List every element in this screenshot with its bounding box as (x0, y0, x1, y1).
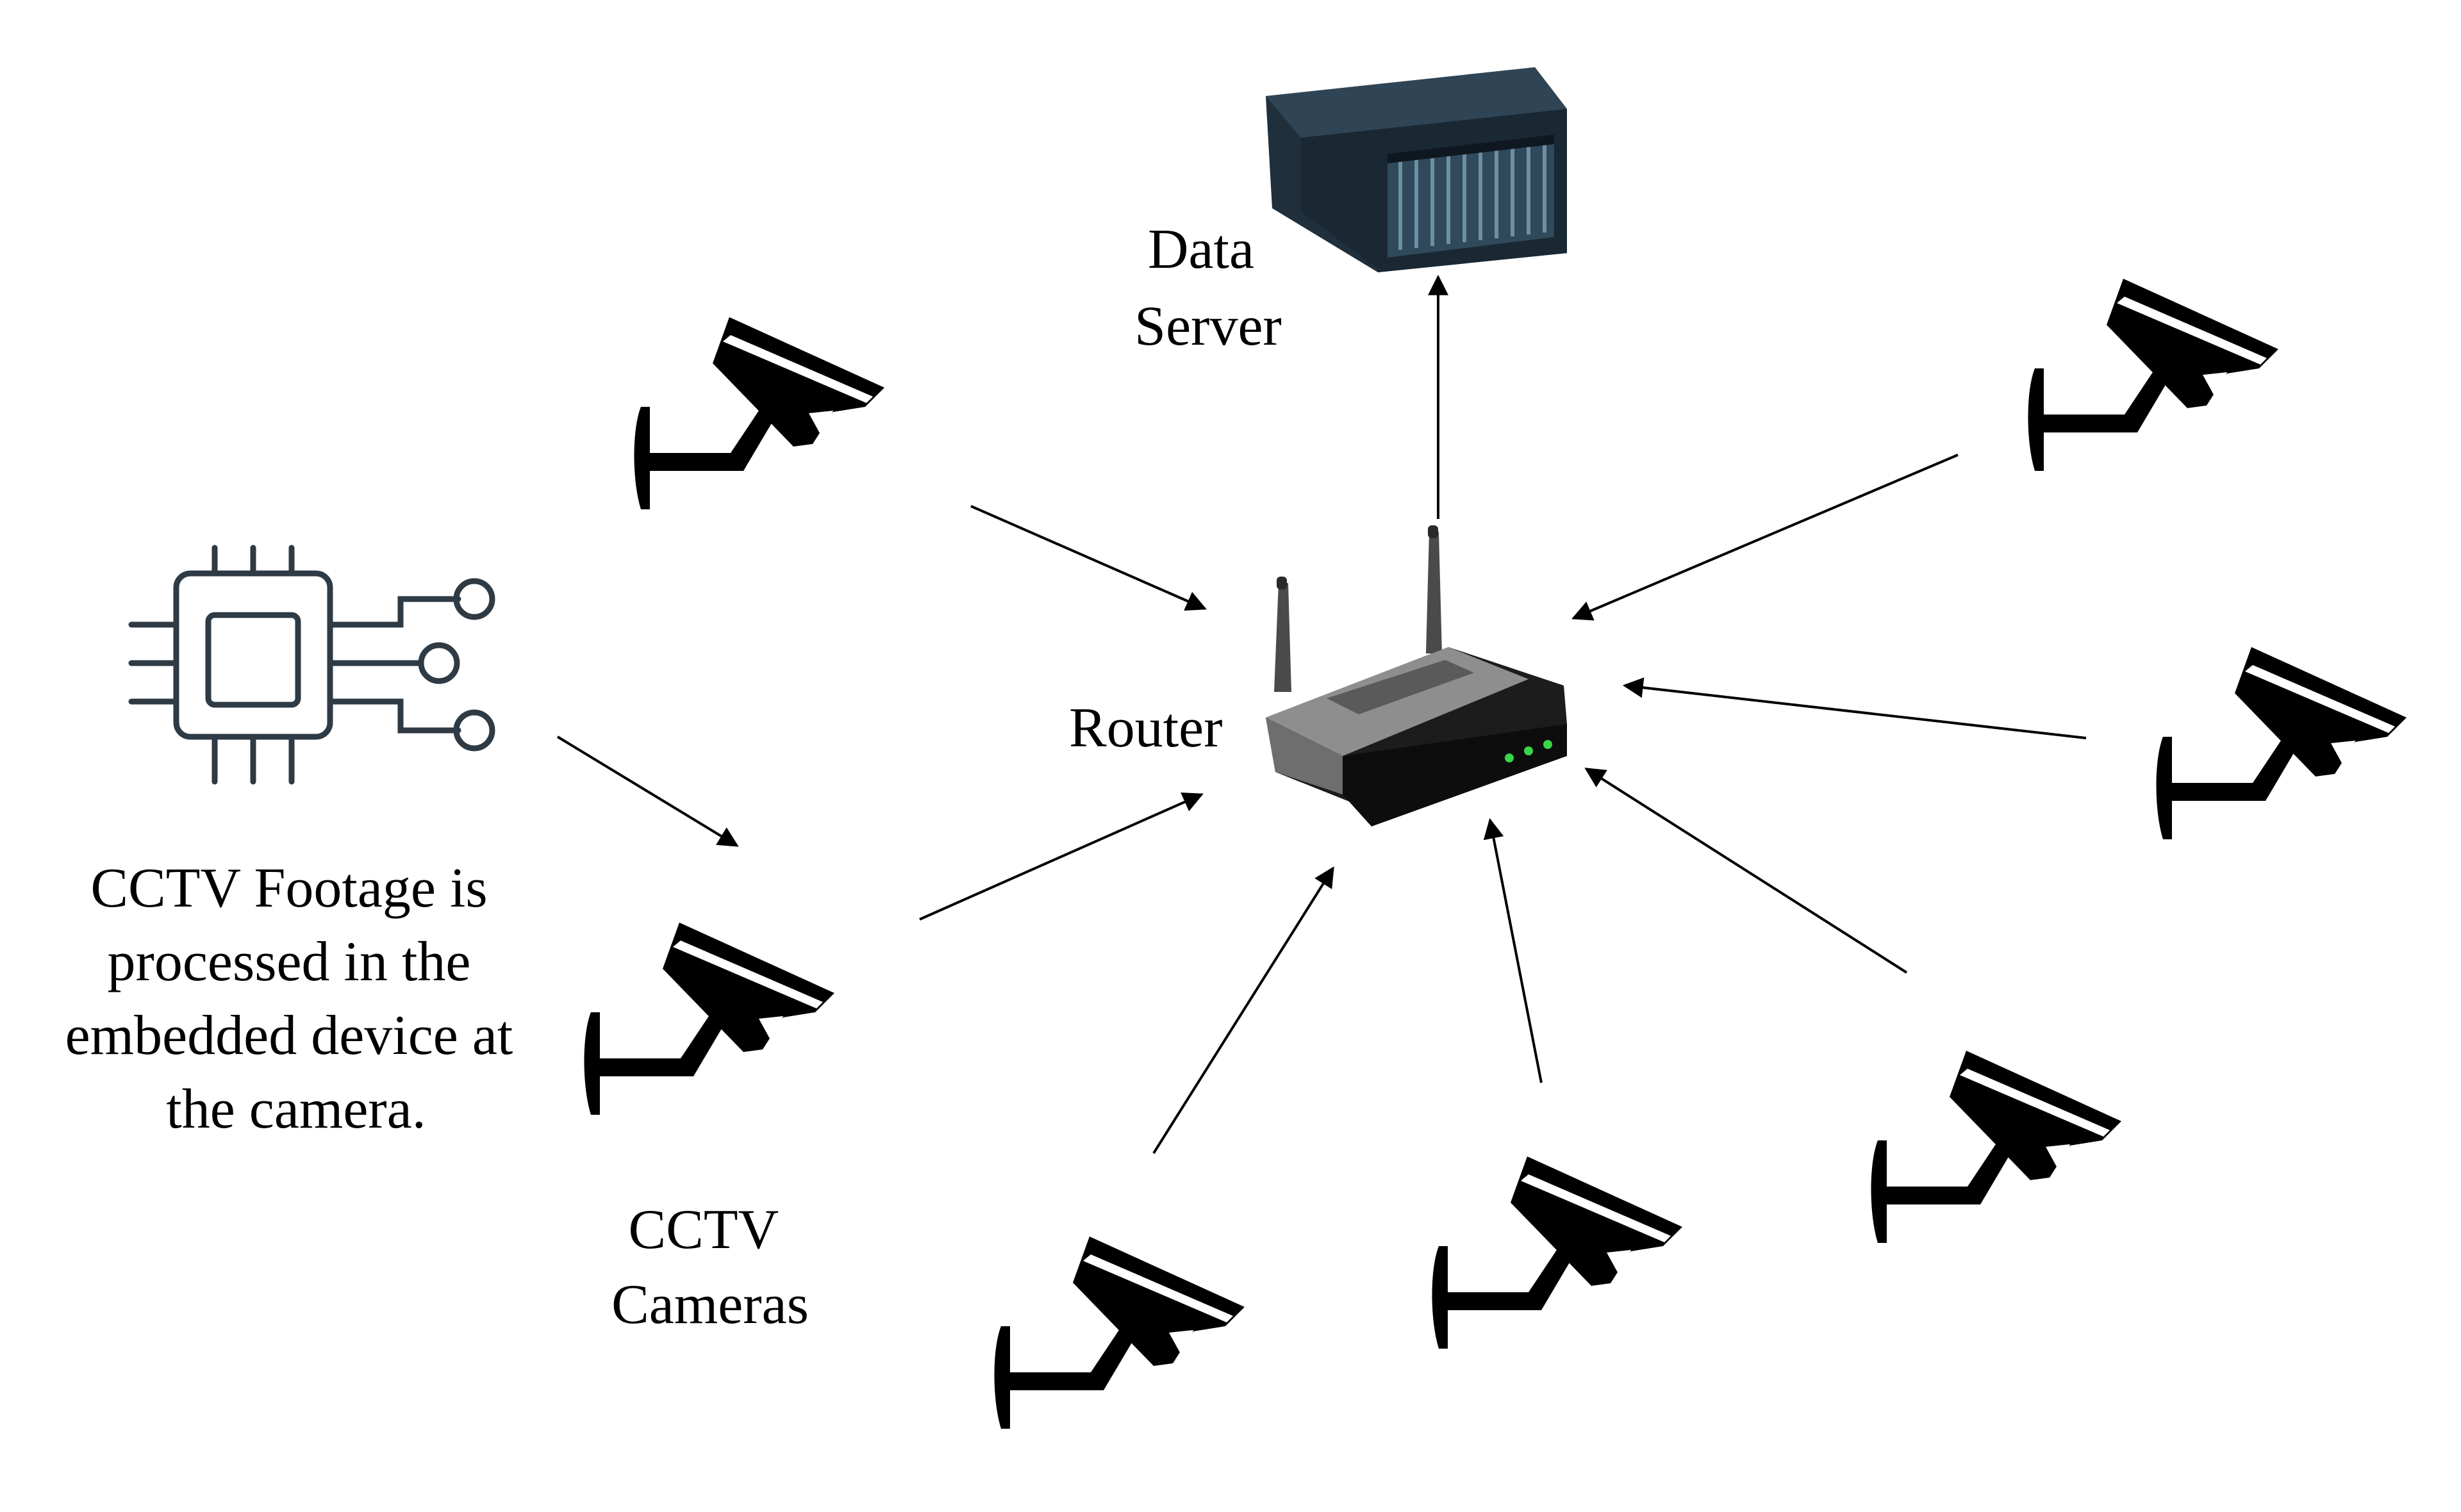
footage-note-line2: processed in the (108, 931, 471, 993)
cctv-camera-icon-4 (1432, 1156, 1682, 1349)
cctv-cameras-label: CCTV Cameras (611, 1199, 809, 1336)
server-label-line1: Data (1148, 218, 1254, 281)
footage-note: CCTV Footage is processed in the embedde… (65, 857, 527, 1140)
cctv-cameras-label-line2: Cameras (611, 1274, 809, 1336)
footage-note-line4: the camera. (166, 1078, 426, 1140)
arrow-cam1-to-router (970, 505, 1207, 611)
connection-arrows (556, 274, 2087, 1155)
server-label-line2: Server (1134, 295, 1282, 357)
cctv-camera-icon-1 (634, 317, 884, 509)
cctv-camera-icon-5 (1871, 1051, 2121, 1243)
footage-note-line1: CCTV Footage is (90, 857, 487, 919)
server-label: Data Server (1134, 218, 1282, 357)
footage-note-line3: embedded device at (65, 1005, 513, 1067)
arrow-cam6-to-router (1622, 677, 2087, 739)
cctv-camera-icon-2 (584, 923, 834, 1115)
cctv-camera-icon-6 (2156, 647, 2407, 839)
arrow-cam5-to-router (1584, 768, 1908, 974)
router-icon (1266, 525, 1567, 826)
arrow-cam3-to-router (1152, 866, 1334, 1155)
router-label: Router (1069, 697, 1223, 759)
cctv-cameras-label-line1: CCTV (628, 1199, 778, 1261)
arrow-cam4-to-router (1483, 818, 1543, 1083)
server-icon (1266, 67, 1567, 272)
arrow-chip-to-cam (556, 735, 739, 847)
arrow-cam2-to-router (919, 793, 1204, 921)
cctv-camera-icon-3 (994, 1237, 1245, 1429)
arrow-cam7-to-router (1571, 454, 1959, 621)
cctv-camera-icon-7 (2028, 279, 2278, 471)
embedded-chip-icon (128, 545, 495, 785)
